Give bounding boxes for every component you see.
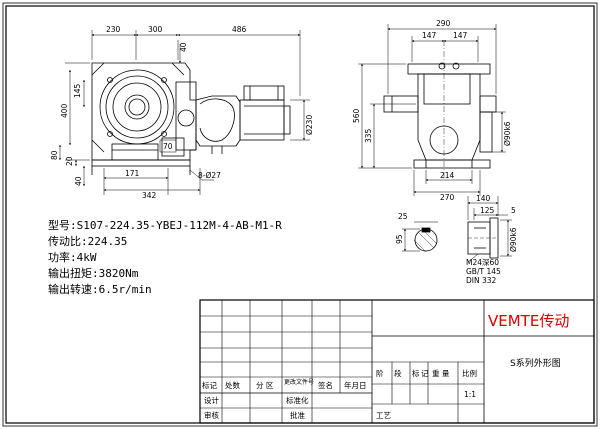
shaft-detail-labels: 140 125 5 25 95 Ø90k6 M24深60 GB/T 145 DI… [395,194,518,285]
front-view-dim-labels: 230 300 486 40 145 400 80 20 40 70 171 3… [50,25,314,200]
dim-70: 70 [163,142,173,151]
scale-value: 1:1 [464,390,476,399]
dim-335: 335 [364,128,373,143]
tb-date: 年月日 [344,380,367,390]
scale-label: 比例 [462,368,477,378]
output-bore-inner [128,98,146,116]
spec-model: 型号:S107-224.35-YBEJ-112M-4-AB-M1-R [48,218,282,232]
tb-design: 设计 [204,395,219,405]
side-view-dimensions [358,24,506,196]
motor-fan-cover [283,105,291,135]
dim-486: 486 [232,25,247,34]
thread-note-1: M24深60 [466,258,499,267]
dim-40-bottom: 40 [74,176,83,186]
dim-140: 140 [476,194,491,203]
dim-214: 214 [440,171,455,180]
side-view-dim-labels: 290 147 147 560 335 214 270 Ø90k6 [352,19,512,202]
tb-signature: 签名 [318,380,333,390]
output-flange-outer [99,69,175,145]
side-housing-upper [423,73,471,105]
tb-zone: 分 区 [256,381,274,390]
tb-process: 工艺 [376,411,391,420]
brand-name: VEMTE传动 [488,312,569,330]
dim-147-right: 147 [453,31,468,40]
shaft-diameter: Ø90k6 [503,121,512,146]
bolt-hole [107,131,113,137]
side-foot [413,159,491,169]
bolt-hole [161,77,167,83]
tb-standard: 标准化 [286,395,309,405]
dim-125: 125 [480,206,495,215]
spec-torque: 输出扭矩:3820Nm [48,266,139,280]
output-bore [124,94,150,120]
adapter-curve [199,98,235,142]
dim-230: 230 [106,25,121,34]
thread-note-2: GB/T 145 [466,267,501,276]
tb-count: 处数 [225,380,240,390]
dim-95: 95 [395,234,404,244]
dim-300: 300 [148,25,163,34]
tb-mark: 标记 [202,380,217,390]
shaft-detail [413,217,499,259]
drawing-title: S系列外形图 [510,357,561,369]
thread-note-3: DIN 332 [466,276,497,285]
front-view-dimensions [59,30,310,195]
dim-342: 342 [142,191,157,200]
dim-5: 5 [511,206,516,215]
weight-label: 重 量 [432,369,450,378]
side-housing [417,73,481,161]
specifications: 型号:S107-224.35-YBEJ-112M-4-AB-M1-R 传动比:2… [48,218,282,296]
dim-145: 145 [73,83,82,98]
motor-adapter [195,95,241,147]
output-flange-middle [105,75,169,139]
stage-label-4: 记 [421,369,429,378]
stage-label-3: 标 [412,368,420,378]
housing-foot [111,143,159,161]
dim-270: 270 [440,193,455,202]
bolt-hole [161,131,167,137]
title-block-labels: VEMTE传动 S系列外形图 阶 段 标 记 重 量 比例 1:1 标记 处数 … [202,312,569,420]
output-shaft-sleeve [479,111,493,153]
motor-terminal-box [243,85,285,101]
motor-diameter: Ø230 [305,115,314,135]
dim-560: 560 [352,108,361,123]
dim-400: 400 [60,103,69,118]
bolt-hole [107,77,113,83]
front-view [91,62,291,175]
shaft-detail-dimensions [402,196,512,263]
housing-base [91,159,191,167]
tb-approve: 批准 [290,410,305,420]
tb-review: 审核 [204,410,219,420]
spec-speed: 输出转速:6.5r/min [48,282,152,296]
dim-40-top: 40 [179,42,188,52]
dim-147-left: 147 [422,31,437,40]
dim-171: 171 [125,169,140,178]
top-flange [407,63,491,75]
shaft-detail-diameter: Ø90k6 [509,227,518,252]
spec-ratio: 传动比:224.35 [48,235,127,248]
side-view [383,40,497,180]
stage-label-2: 段 [394,368,402,378]
dim-290-top: 290 [436,19,451,28]
dim-80: 80 [50,150,59,160]
hole-spec: 8-Ø27 [198,171,221,180]
dim-20: 20 [65,156,74,166]
output-shaft-right [479,95,497,113]
dim-25: 25 [398,212,408,221]
title-block [199,299,595,424]
stage-label-1: 阶 [376,368,384,378]
worm-shaft [177,109,195,127]
tb-change-doc: 更改文件号 [284,378,314,386]
output-flange-inner [112,82,162,132]
spec-power: 功率:4kW [48,250,97,264]
